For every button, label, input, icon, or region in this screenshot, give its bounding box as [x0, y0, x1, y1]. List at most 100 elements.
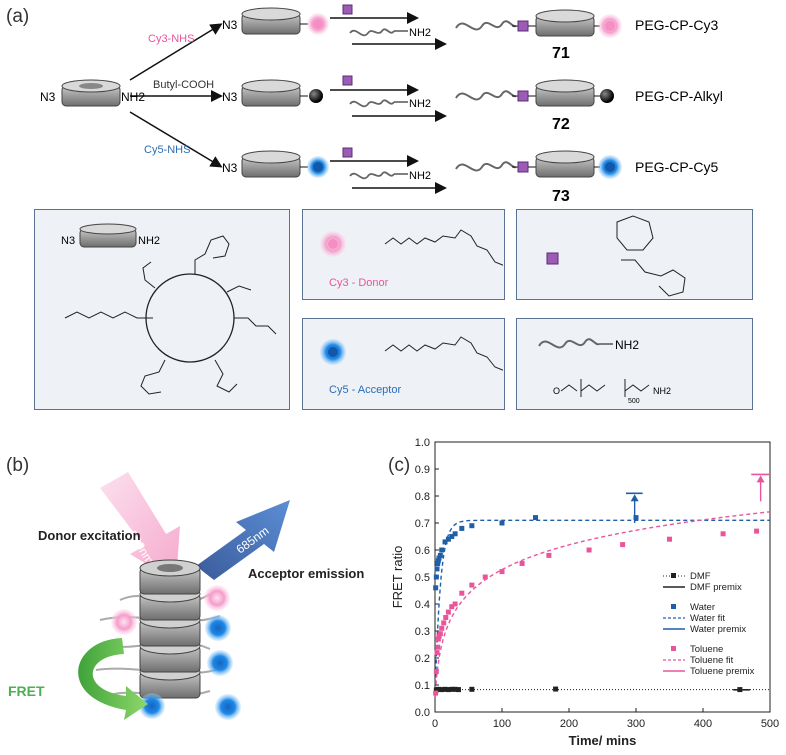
reaction-row-1: [330, 4, 447, 50]
toluene-marker: [436, 633, 442, 639]
dmf-marker: [439, 687, 445, 693]
dmf-marker: [435, 686, 441, 692]
intermediate-cy5: [241, 150, 329, 178]
y-tick-label: 0.8: [415, 491, 430, 503]
emission-arrow: [196, 500, 290, 580]
y-tick-label: 0.2: [415, 653, 430, 665]
legend-label: Toluene fit: [690, 655, 734, 666]
product-number-71: 71: [552, 45, 570, 62]
legend-label: Toluene: [690, 644, 723, 655]
excitation-arrow: [100, 472, 180, 582]
legend-label: DMF premix: [690, 582, 742, 593]
cy5-acceptor-label: Cy5 - Acceptor: [329, 384, 401, 396]
water-marker: [469, 523, 475, 529]
panel-a-label: (a): [6, 6, 30, 27]
peg-nh2-2: NH2: [409, 98, 431, 110]
y-tick-label: 0.9: [415, 464, 430, 476]
fret-text: FRET: [8, 683, 45, 699]
toluene-marker: [720, 531, 726, 537]
legend-box-peg: NH2 O 500 NH2: [516, 318, 753, 410]
legend-label: DMF: [690, 571, 711, 582]
cp-n3-label: N3: [61, 235, 75, 247]
peg-formula-n: 500: [628, 398, 640, 405]
reagent-cy3-nhs: Cy3-NHS: [148, 33, 194, 45]
water-premix-arrowhead: [630, 494, 639, 502]
legend-marker: [671, 604, 676, 609]
toluene-marker: [441, 620, 447, 626]
toluene-marker: [519, 561, 525, 566]
product-name-73: PEG-CP-Cy5: [635, 159, 718, 175]
dmf-marker: [469, 686, 475, 692]
x-tick-label: 200: [560, 718, 578, 730]
peg-nh2-1: NH2: [409, 27, 431, 39]
water-marker: [445, 536, 451, 542]
cp-nh2-label: NH2: [138, 235, 160, 247]
peg-chain-icon: [538, 338, 600, 349]
int2-n3: N3: [222, 90, 238, 104]
y-tick-label: 0.1: [415, 680, 430, 692]
toluene-marker: [459, 590, 465, 596]
acceptor-dye-2: [207, 650, 233, 676]
water-marker: [433, 585, 439, 591]
panel-a-scheme: N3 NH2 Cy3-NHS Butyl-COOH Cy5-NHS N3 N3 …: [40, 4, 723, 205]
toluene-marker: [546, 552, 552, 558]
y-tick-label: 0.5: [415, 572, 430, 584]
y-tick-label: 0.0: [415, 707, 430, 719]
water-marker: [435, 558, 441, 564]
donor-excitation-text: Donor excitation: [38, 528, 141, 543]
x-tick-label: 100: [493, 718, 511, 730]
toluene-marker: [452, 601, 458, 607]
legend-box-cyclic-peptide: N3 NH2: [34, 209, 290, 410]
dmf-marker: [553, 686, 559, 692]
water-marker: [633, 515, 639, 521]
fret-arrow: [78, 638, 148, 720]
acceptor-dye-4: [215, 694, 241, 720]
y-axis-label: FRET ratio: [390, 546, 405, 609]
toluene-marker: [586, 547, 592, 553]
water-marker: [433, 574, 439, 580]
cy3-structure: [384, 229, 516, 273]
product-name-71: PEG-CP-Cy3: [635, 17, 718, 33]
x-tick-label: 0: [432, 718, 438, 730]
water-marker: [449, 534, 455, 539]
dmf-marker: [449, 686, 455, 692]
x-axis-label: Time/ mins: [569, 733, 637, 748]
dmf-marker: [442, 686, 448, 692]
x-tick-label: 500: [761, 718, 779, 730]
water-marker: [459, 525, 465, 531]
water-fit-line: [434, 519, 770, 699]
reaction-row-2: [330, 75, 447, 122]
product-name-72: PEG-CP-Alkyl: [635, 88, 723, 104]
panel-c-label: (c): [388, 455, 411, 476]
y-tick-label: 0.3: [415, 626, 430, 638]
toluene-marker: [439, 625, 445, 631]
toluene-marker: [435, 644, 441, 650]
toluene-fit-line: [434, 511, 771, 699]
product-number-73: 73: [552, 188, 570, 205]
bcn-nhs-structure: [616, 215, 686, 297]
water-marker: [435, 561, 441, 566]
toluene-marker: [620, 542, 626, 548]
product-73-graphic: [455, 150, 622, 179]
linker-square-icon: [546, 252, 559, 265]
legend-label: Water premix: [690, 624, 746, 635]
toluene-marker: [435, 636, 441, 642]
water-marker: [442, 539, 448, 545]
x-tick-label: 400: [694, 718, 712, 730]
legend-label: Toluene premix: [690, 666, 755, 677]
intermediate-cy3: [241, 7, 329, 35]
toluene-premix-arrowhead: [756, 475, 765, 483]
water-marker: [499, 520, 505, 526]
arrow-to-cy3: [129, 23, 223, 81]
water-marker: [452, 531, 458, 537]
int3-n3: N3: [222, 161, 238, 175]
toluene-marker: [482, 574, 488, 580]
donor-dye-2: [111, 609, 137, 635]
product-71-graphic: [455, 9, 622, 38]
toluene-marker: [445, 609, 451, 615]
toluene-marker: [437, 631, 443, 637]
toluene-marker: [754, 528, 760, 534]
cyclic-peptide-structure: N3 NH2: [61, 223, 277, 395]
legend-marker: [671, 573, 676, 578]
